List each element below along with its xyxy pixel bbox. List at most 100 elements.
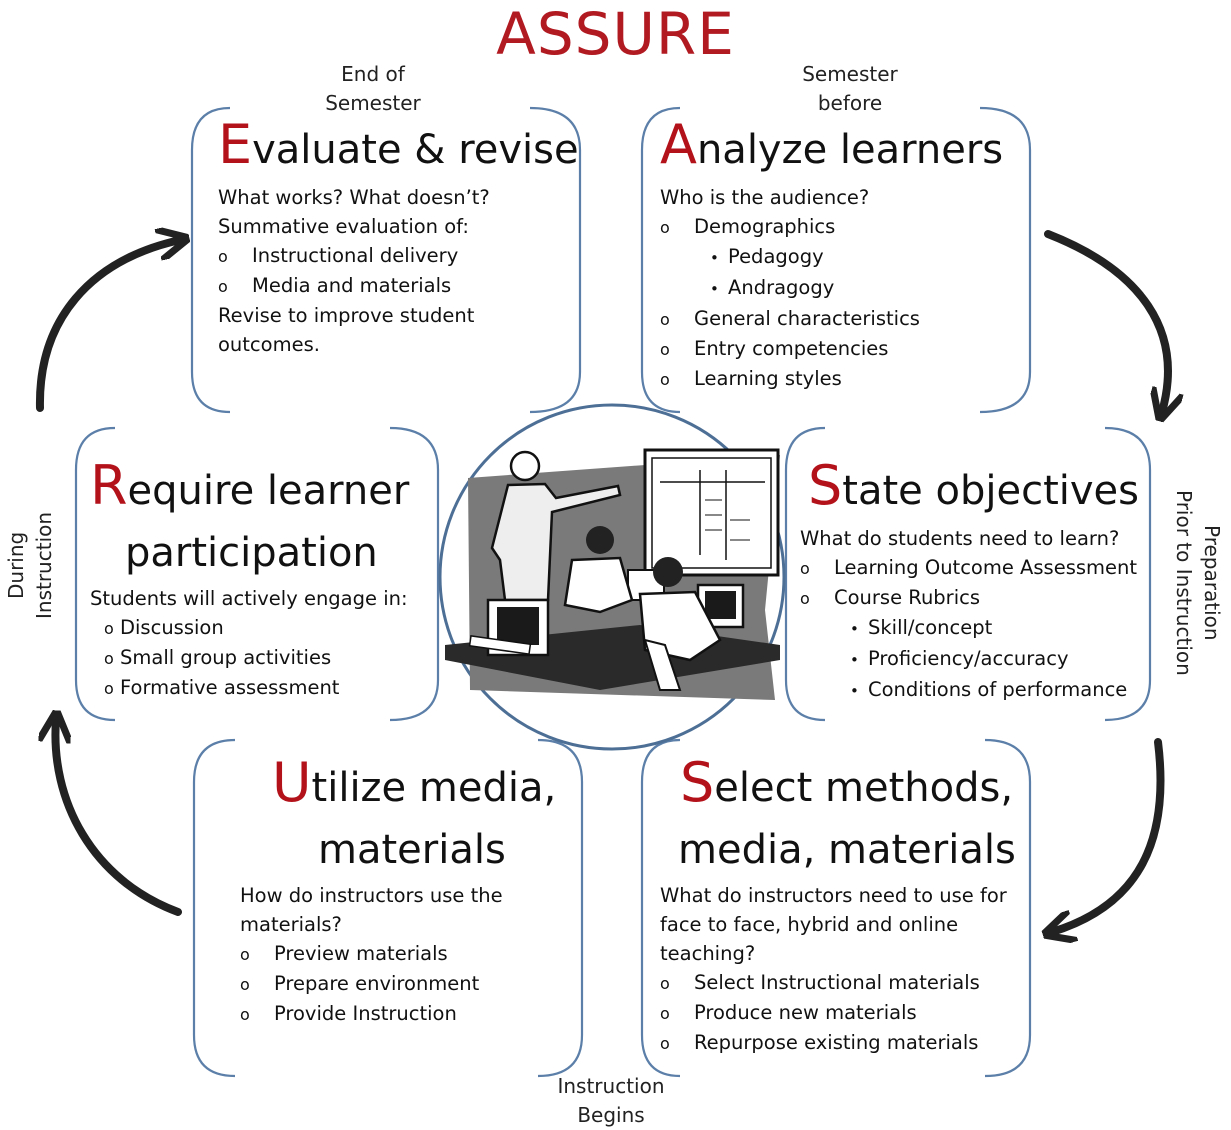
state-bracket-right xyxy=(1104,426,1152,722)
item-text: Formative assessment xyxy=(120,676,340,699)
title-initial: S xyxy=(680,751,715,814)
list-item: o Formative assessment xyxy=(90,673,409,703)
circle-bullet-icon: o xyxy=(240,975,250,994)
card-title: Select methods, xyxy=(660,756,1016,812)
item-text: Conditions of performance xyxy=(868,678,1128,701)
bullet-icon: • xyxy=(850,620,859,638)
circle-bullet-icon: o xyxy=(240,1005,250,1024)
body-line: Revise to improve student xyxy=(218,304,475,327)
card-title: Evaluate & revise xyxy=(218,118,579,174)
list-item: o Prepare environment xyxy=(240,969,556,999)
label-line: before xyxy=(817,91,883,115)
utilize-bracket-left xyxy=(192,738,236,1078)
label-line: Instruction xyxy=(32,511,56,619)
title-rest: elect methods, xyxy=(714,765,1014,811)
card-title: Utilize media, xyxy=(240,756,556,812)
title-rest: valuate & revise xyxy=(252,127,579,173)
body-line: What works? What doesn’t? xyxy=(218,186,490,209)
title-line-2: participation xyxy=(125,530,378,576)
bullet-icon: • xyxy=(850,651,859,669)
item-text: Preview materials xyxy=(274,942,448,965)
item-text: Andragogy xyxy=(728,276,835,299)
card-body: What do instructors need to use for face… xyxy=(660,881,1016,1058)
item-text: Proficiency/accuracy xyxy=(868,647,1069,670)
item-text: Small group activities xyxy=(120,646,332,669)
body-line: Who is the audience? xyxy=(660,186,870,209)
bullet-icon: • xyxy=(710,249,719,267)
circle-bullet-icon: o xyxy=(104,619,114,638)
item-text: Media and materials xyxy=(252,274,452,297)
card-title: State objectives xyxy=(800,459,1139,515)
card-body: Students will actively engage in: o Discu… xyxy=(90,584,409,703)
arrow-analyze-to-state xyxy=(1044,230,1168,412)
arrow-select-to-utilize xyxy=(1052,738,1165,932)
classroom-illustration xyxy=(438,403,786,751)
diagram-title: ASSURE xyxy=(496,0,735,68)
evaluate-bracket-right xyxy=(529,106,582,414)
analyze-bracket-left xyxy=(640,106,681,414)
item-text: Skill/concept xyxy=(868,616,993,639)
item-text: Instructional delivery xyxy=(252,244,459,267)
cycle-arrows xyxy=(35,230,1168,932)
card-utilize: Utilize media, materials How do instruct… xyxy=(240,756,556,1029)
list-item: o Media and materials xyxy=(218,271,579,301)
utilize-bracket-right xyxy=(537,738,584,1078)
body-line: What do instructors need to use for xyxy=(660,884,1007,907)
circle-bullet-icon: o xyxy=(660,1034,670,1053)
list-item: o Discussion xyxy=(90,613,409,643)
label-line: Instruction xyxy=(557,1074,665,1098)
title-initial: A xyxy=(660,113,697,176)
circle-bullet-icon: o xyxy=(660,370,670,389)
select-bracket-left xyxy=(640,738,681,1078)
item-text: Prepare environment xyxy=(274,972,480,995)
item-text: Select Instructional materials xyxy=(694,971,980,994)
circle-bullet-icon: o xyxy=(104,679,114,698)
item-text: Provide Instruction xyxy=(274,1002,457,1025)
item-text: Discussion xyxy=(120,616,224,639)
item-text: Entry competencies xyxy=(694,337,889,360)
item-text: Pedagogy xyxy=(728,245,824,268)
require-bracket-right xyxy=(389,426,440,722)
list-item: o Entry competencies xyxy=(660,334,1003,364)
circle-bullet-icon: o xyxy=(660,974,670,993)
circle-bullet-icon: o xyxy=(218,247,228,266)
bullet-icon: • xyxy=(710,280,719,298)
circle-bullet-icon: o xyxy=(240,945,250,964)
circle-bullet-icon: o xyxy=(104,649,114,668)
body-line: face to face, hybrid and online xyxy=(660,913,959,936)
title-initial: R xyxy=(90,454,128,517)
label-instruction-begins: Instruction Begins xyxy=(548,1072,674,1130)
arrow-utilize-to-require xyxy=(55,720,182,916)
card-require: Require learner participation Students w… xyxy=(90,459,410,703)
body-line: Summative evaluation of: xyxy=(218,215,469,238)
body-line: Students will actively engage in: xyxy=(90,587,408,610)
body-line: outcomes. xyxy=(218,333,320,356)
body-line: teaching? xyxy=(660,942,756,965)
sub-item: • Andragogy xyxy=(660,273,1003,304)
body-line: What do students need to learn? xyxy=(800,527,1120,550)
circle-bullet-icon: o xyxy=(660,340,670,359)
label-line: Preparation xyxy=(1200,524,1224,641)
card-title: Require learner xyxy=(90,459,410,515)
body-line: materials? xyxy=(240,913,342,936)
title-initial: S xyxy=(808,454,843,517)
item-text: Course Rubrics xyxy=(834,586,981,609)
item-text: Learning styles xyxy=(694,367,842,390)
title-line-2: media, materials xyxy=(678,827,1016,873)
list-item: o Preview materials xyxy=(240,939,556,969)
list-item: o Select Instructional materials xyxy=(660,968,1016,998)
circle-bullet-icon: o xyxy=(218,277,228,296)
list-item: o Learning styles xyxy=(660,364,1003,394)
circle-bullet-icon: o xyxy=(660,310,670,329)
state-bracket-left xyxy=(784,426,826,722)
card-body: What works? What doesn’t? Summative eval… xyxy=(218,183,579,359)
sub-item: • Proficiency/accuracy xyxy=(800,644,1139,675)
title-line-2: materials xyxy=(318,827,506,873)
title-rest: equire learner xyxy=(127,468,410,514)
